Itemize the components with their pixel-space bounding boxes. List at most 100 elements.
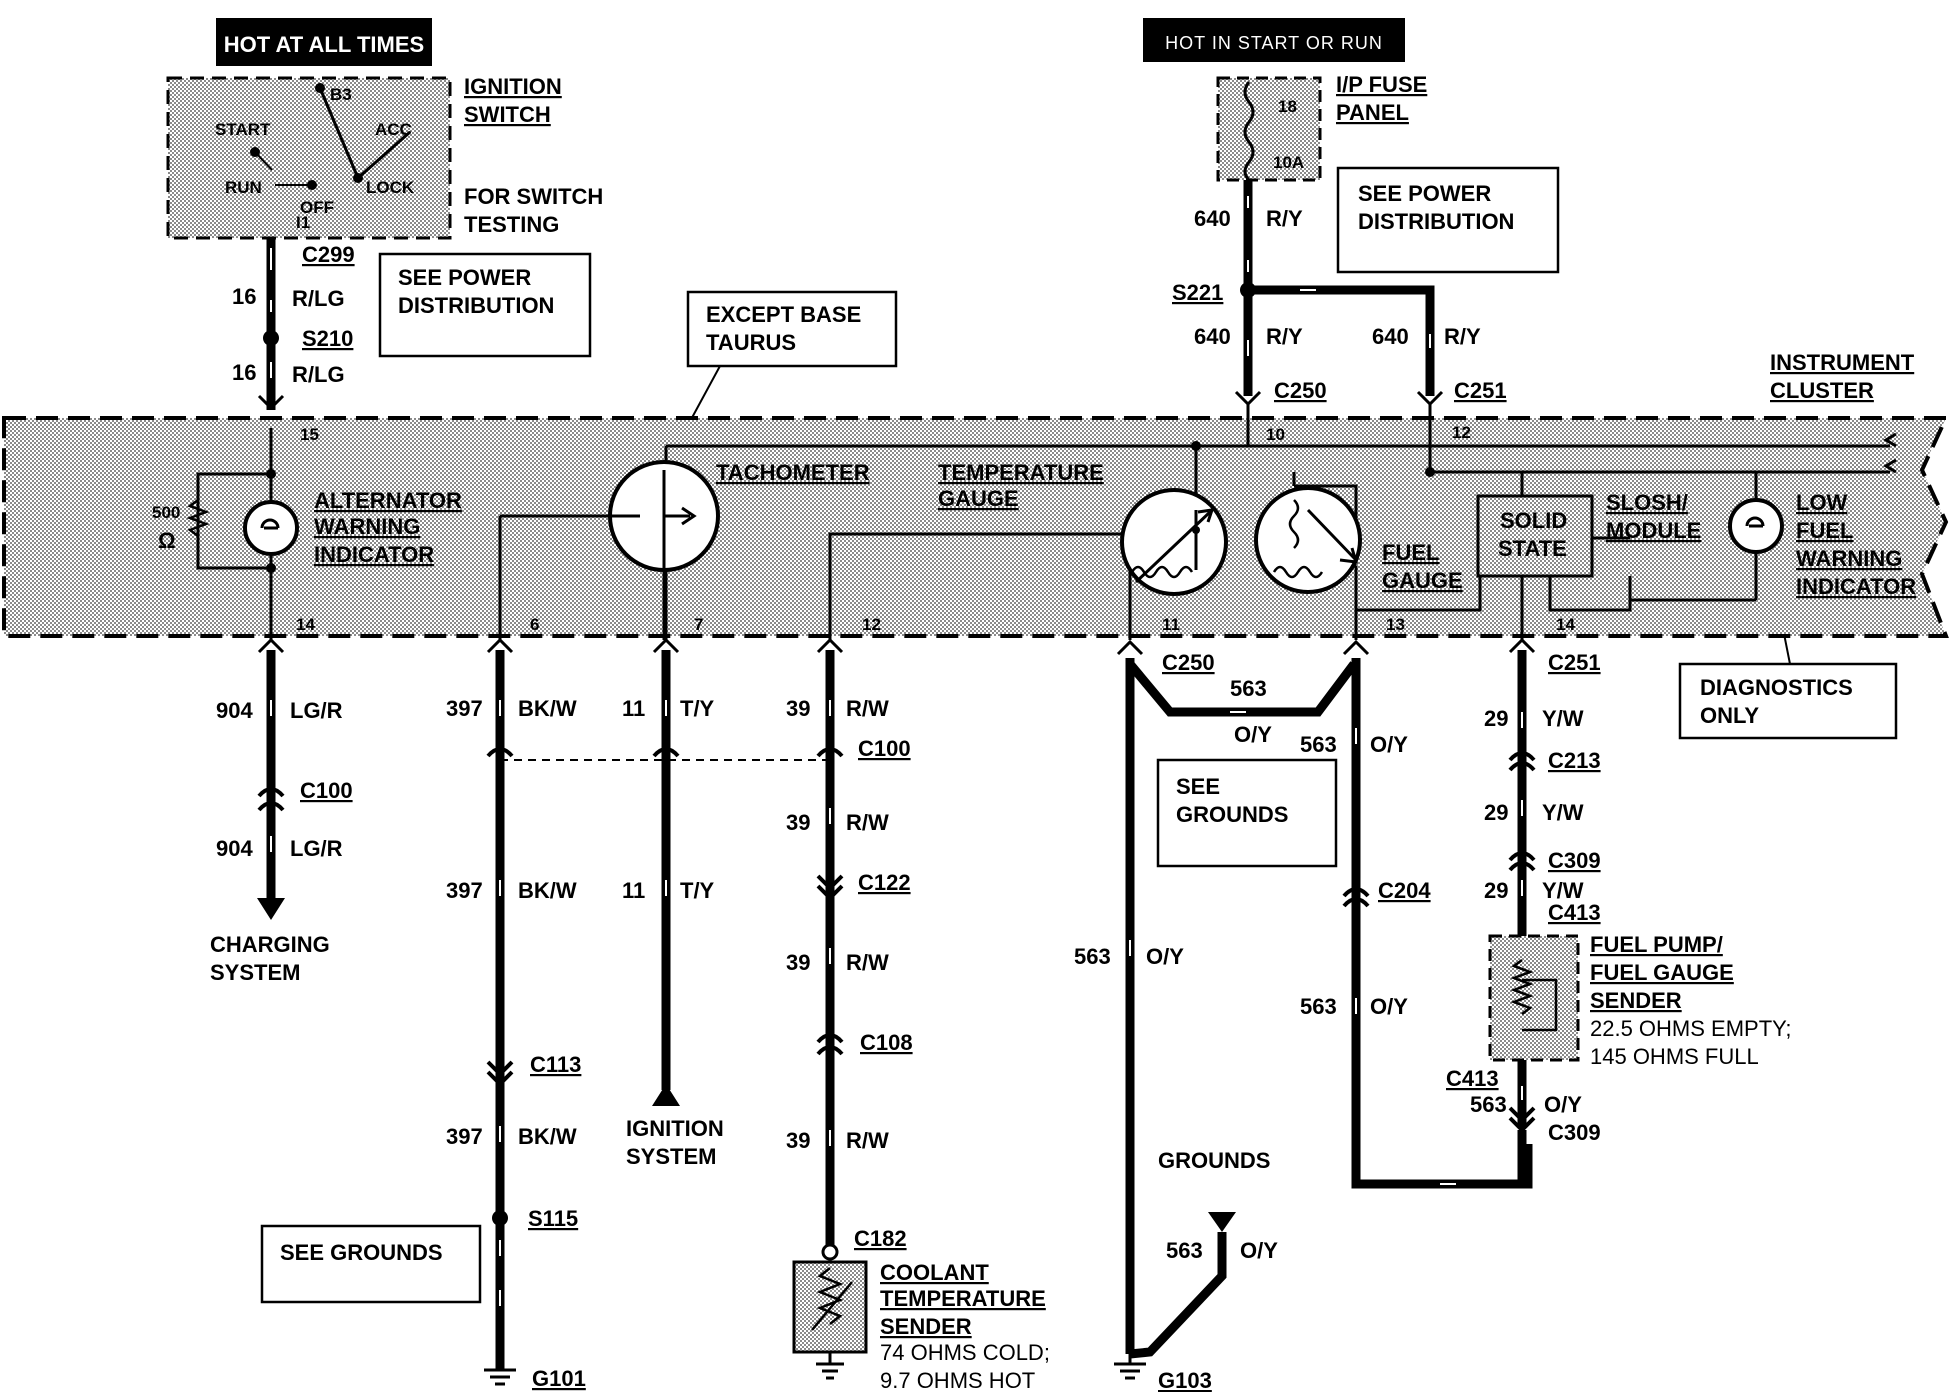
- wire-29-fuel-sender: [1508, 637, 1536, 940]
- header-hot-at-all-times: HOT AT ALL TIMES: [216, 18, 432, 66]
- svg-text:HOT IN START OR RUN: HOT IN START OR RUN: [1165, 33, 1383, 53]
- header-hot-in-start-or-run: HOT IN START OR RUN: [1143, 18, 1405, 62]
- color-11-b: T/Y: [680, 878, 715, 903]
- color-397-b: BK/W: [518, 878, 577, 903]
- wire-563-f: 563: [1470, 1092, 1507, 1117]
- low-fuel-label-2: FUEL: [1796, 518, 1853, 543]
- see-grounds-box-1: SEE GROUNDS: [260, 1224, 482, 1304]
- pin-14-left: 14: [296, 615, 315, 634]
- wire-397-c: 397: [446, 1124, 483, 1149]
- color-563-a: O/Y: [1234, 722, 1272, 747]
- wire-904-charging: [257, 637, 285, 920]
- wire-904-a: 904: [216, 698, 253, 723]
- svg-text:10A: 10A: [1273, 153, 1304, 172]
- connector-c213: C213: [1548, 748, 1601, 773]
- color-904-b: LG/R: [290, 836, 343, 861]
- wire-39-coolant: [816, 637, 844, 1261]
- connector-c204: C204: [1378, 878, 1431, 903]
- fuel-pump-spec-empty: 22.5 OHMS EMPTY;: [1590, 1016, 1792, 1041]
- color-563-f: O/Y: [1544, 1092, 1582, 1117]
- coolant-spec-cold: 74 OHMS COLD;: [880, 1340, 1050, 1365]
- cluster-title-2: CLUSTER: [1770, 378, 1874, 403]
- svg-text:EXCEPT BASE: EXCEPT BASE: [706, 302, 861, 327]
- connector-c299: C299: [302, 242, 355, 267]
- svg-text:18: 18: [1278, 97, 1297, 116]
- svg-text:SEE POWER: SEE POWER: [398, 265, 531, 290]
- color-29-a: Y/W: [1542, 706, 1584, 731]
- connector-c413-bottom: C413: [1446, 1066, 1499, 1091]
- wire-563-b: 563: [1074, 944, 1111, 969]
- svg-text:STATE: STATE: [1498, 536, 1567, 561]
- wire-fuse-feed: [1234, 180, 1444, 430]
- pin-7: 7: [694, 615, 703, 634]
- wire-29-b: 29: [1484, 800, 1508, 825]
- low-fuel-label-4: INDICATOR: [1796, 574, 1916, 599]
- wire-397-b: 397: [446, 878, 483, 903]
- ignition-system-label: IGNITION: [626, 1116, 724, 1141]
- slosh-module-label-2: MODULE: [1606, 518, 1701, 543]
- wire-563-temp-gauge: [1114, 639, 1358, 1380]
- svg-text:DISTRIBUTION: DISTRIBUTION: [398, 293, 554, 318]
- alternator-label-2: WARNING: [314, 514, 420, 539]
- connector-c182: C182: [854, 1226, 907, 1251]
- diagnostics-only-box: DIAGNOSTICS ONLY: [1678, 662, 1898, 740]
- color-39-b: R/W: [846, 810, 889, 835]
- wire-563-e: 563: [1300, 994, 1337, 1019]
- ground-g103: G103: [1158, 1368, 1212, 1392]
- connector-c309-bottom: C309: [1548, 1120, 1601, 1145]
- color-640-c: R/Y: [1444, 324, 1481, 349]
- connector-c100-right: C100: [858, 736, 911, 761]
- svg-text:SEE POWER: SEE POWER: [1358, 181, 1491, 206]
- color-16-b: R/LG: [292, 362, 345, 387]
- splice-s210: S210: [302, 326, 353, 351]
- pin-11: 11: [1162, 615, 1180, 634]
- svg-text:B3: B3: [330, 85, 352, 104]
- svg-text:LOCK: LOCK: [366, 178, 415, 197]
- wire-397-a: 397: [446, 696, 483, 721]
- connector-c251-bottom: C251: [1548, 650, 1601, 675]
- color-397-a: BK/W: [518, 696, 577, 721]
- wire-904-b: 904: [216, 836, 253, 861]
- wire-640-a: 640: [1194, 206, 1231, 231]
- wire-11-ignition: [652, 637, 680, 1106]
- svg-text:GROUNDS: GROUNDS: [1176, 802, 1288, 827]
- temperature-gauge: [1120, 488, 1228, 596]
- low-fuel-warning-indicator: [1630, 498, 1784, 602]
- see-power-distribution-box-2: SEE POWER DISTRIBUTION: [1336, 166, 1560, 274]
- ohm-symbol: Ω: [158, 528, 176, 553]
- wire-640-c: 640: [1372, 324, 1409, 349]
- see-grounds-box-2: SEE GROUNDS: [1156, 758, 1338, 868]
- ignition-system-label-2: SYSTEM: [626, 1144, 716, 1169]
- grounds-label: GROUNDS: [1158, 1148, 1270, 1173]
- connector-c251-top: C251: [1454, 378, 1507, 403]
- pin-6: 6: [530, 615, 539, 634]
- wire-39-c: 39: [786, 950, 810, 975]
- color-16-a: R/LG: [292, 286, 345, 311]
- wire-16-b: 16: [232, 360, 256, 385]
- coolant-spec-hot: 9.7 OHMS HOT: [880, 1368, 1035, 1392]
- pin-12-top: 12: [1452, 423, 1471, 442]
- svg-text:SEE: SEE: [1176, 774, 1220, 799]
- charging-system-label: CHARGING: [210, 932, 330, 957]
- color-563-c: O/Y: [1240, 1238, 1278, 1263]
- wire-39-d: 39: [786, 1128, 810, 1153]
- color-563-d: O/Y: [1370, 732, 1408, 757]
- wire-29-a: 29: [1484, 706, 1508, 731]
- svg-text:TAURUS: TAURUS: [706, 330, 796, 355]
- coolant-sender-label: COOLANT: [880, 1260, 989, 1285]
- splice-s115: S115: [528, 1206, 578, 1231]
- ground-g101: G101: [532, 1366, 586, 1391]
- wire-39-a: 39: [786, 696, 810, 721]
- connector-c309-top: C309: [1548, 848, 1601, 873]
- fuel-pump-label-3: SENDER: [1590, 988, 1682, 1013]
- connector-c413-top: C413: [1548, 900, 1601, 925]
- fuel-pump-spec-full: 145 OHMS FULL: [1590, 1044, 1759, 1069]
- svg-text:SEE GROUNDS: SEE GROUNDS: [280, 1240, 443, 1265]
- temperature-gauge-label-2: GAUGE: [938, 486, 1019, 511]
- solid-state-module: SOLID STATE: [1476, 494, 1594, 578]
- alternator-label: ALTERNATOR: [314, 488, 462, 513]
- svg-text:RUN: RUN: [225, 178, 262, 197]
- color-39-d: R/W: [846, 1128, 889, 1153]
- pin-10: 10: [1266, 425, 1285, 444]
- cluster-title: INSTRUMENT: [1770, 350, 1915, 375]
